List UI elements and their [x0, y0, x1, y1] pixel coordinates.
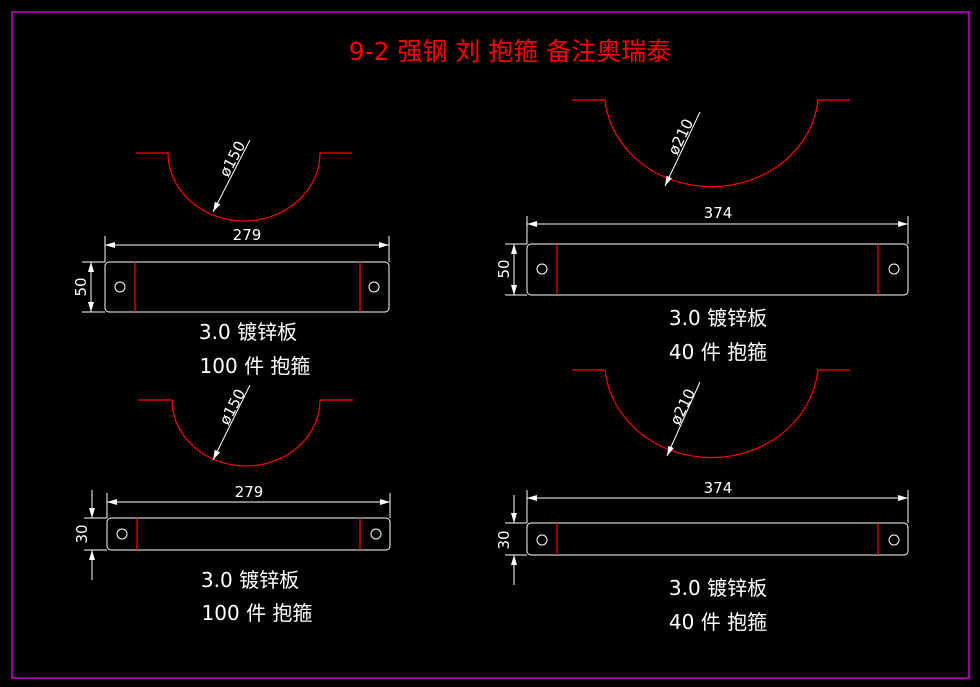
clamp-profile-arc — [572, 369, 850, 459]
bolt-hole — [888, 263, 900, 275]
flat-blank — [526, 243, 909, 296]
width-label: 50 — [72, 277, 90, 296]
length-label: 279 — [235, 483, 264, 501]
flat-blank — [104, 261, 390, 313]
clamp-profile-arc — [136, 152, 352, 222]
quantity-note: 40 件 抱箍 — [669, 340, 767, 364]
drawing-border — [11, 11, 970, 679]
diameter-leader — [666, 381, 701, 457]
bolt-hole — [114, 281, 126, 293]
bolt-hole — [370, 528, 382, 540]
clamp-profile-arc — [572, 99, 850, 188]
bolt-hole — [888, 534, 900, 546]
bolt-hole — [116, 528, 128, 540]
part-3: ø150 279 30 3.0 镀锌板 100 件 抱箍 — [73, 384, 391, 625]
diameter-leader — [212, 139, 251, 213]
material-note: 3.0 镀锌板 — [201, 568, 299, 592]
quantity-note: 40 件 抱箍 — [669, 610, 767, 634]
diameter-leader — [212, 384, 251, 461]
diameter-label: ø150 — [216, 138, 250, 180]
material-note: 3.0 镀锌板 — [669, 576, 767, 600]
length-label: 279 — [233, 226, 262, 244]
bolt-hole — [536, 534, 548, 546]
length-label: 374 — [704, 204, 733, 222]
part-4: ø210 374 30 3.0 镀锌板 40 件 抱箍 — [495, 369, 909, 634]
quantity-note: 100 件 抱箍 — [200, 354, 311, 378]
length-label: 374 — [704, 479, 733, 497]
part-2: ø210 374 50 3.0 镀锌板 40 件 抱箍 — [495, 99, 909, 364]
clamp-profile-arc — [138, 399, 353, 467]
bolt-hole — [368, 281, 380, 293]
width-label: 30 — [73, 524, 91, 543]
diameter-leader — [664, 111, 701, 187]
quantity-note: 100 件 抱箍 — [202, 601, 313, 625]
bolt-hole — [536, 263, 548, 275]
diameter-label: ø210 — [664, 116, 697, 158]
width-label: 30 — [495, 530, 513, 549]
width-label: 50 — [495, 259, 513, 278]
part-1: ø150 279 50 3.0 镀锌板 100 件 抱箍 — [72, 138, 390, 378]
diameter-label: ø210 — [666, 386, 699, 428]
material-note: 3.0 镀锌板 — [199, 320, 297, 344]
flat-blank — [106, 517, 391, 551]
drawing-title: 9-2 强钢 刘 抱箍 备注奥瑞泰 — [349, 37, 672, 66]
flat-blank — [526, 522, 909, 556]
diameter-label: ø150 — [216, 386, 250, 428]
material-note: 3.0 镀锌板 — [669, 306, 767, 330]
